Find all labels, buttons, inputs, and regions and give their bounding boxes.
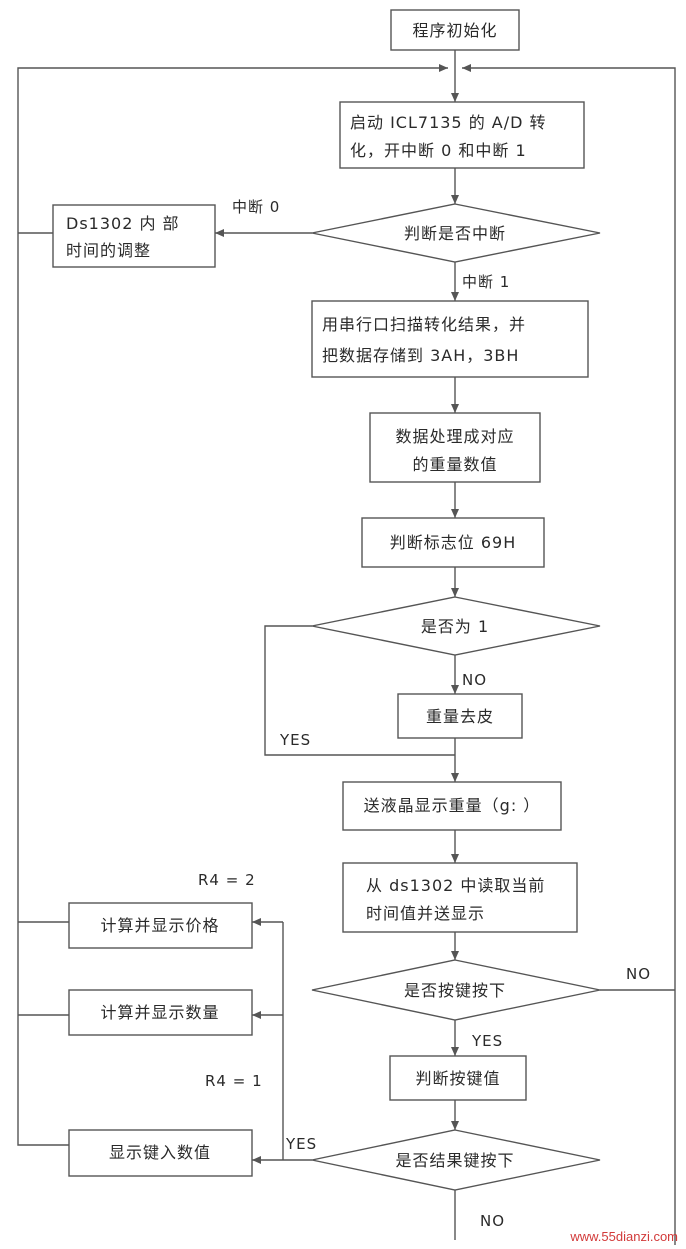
decision-is-one: 是否为 1 <box>311 596 601 656</box>
decision-key-pressed: 是否按键按下 <box>311 959 601 1021</box>
label-int1: 中断 1 <box>462 273 510 291</box>
node-send-lcd: 送液晶显示重量（g: ） <box>342 781 562 831</box>
node-scan: 用串行口扫描转化结果，并 把数据存储到 3AH，3BH <box>311 300 589 378</box>
node-process-line1: 数据处理成对应 <box>395 427 514 446</box>
connectors <box>17 50 676 1245</box>
label-no-3: NO <box>480 1212 505 1230</box>
node-ds1302-adjust: Ds1302 内 部 时间的调整 <box>52 204 216 268</box>
node-show-input-label: 显示键入数值 <box>109 1143 211 1162</box>
label-no-1: NO <box>462 671 487 689</box>
node-tare: 重量去皮 <box>397 693 523 739</box>
node-ds1302-adjust-line2: 时间的调整 <box>66 241 151 260</box>
node-start-ad-line1: 启动 ICL7135 的 A/D 转 <box>350 113 547 132</box>
node-ds1302-adjust-line1: Ds1302 内 部 <box>66 214 180 233</box>
label-no-2: NO <box>626 965 651 983</box>
decision-is-one-label: 是否为 1 <box>421 617 489 636</box>
decision-result-key: 是否结果键按下 <box>311 1129 601 1191</box>
node-init: 程序初始化 <box>390 9 520 51</box>
decision-key-pressed-label: 是否按键按下 <box>404 981 506 1000</box>
edge-labels: 中断 0 中断 1 NO YES NO YES YES NO R4 = 2 R4… <box>198 198 651 1230</box>
node-show-input: 显示键入数值 <box>68 1129 253 1177</box>
node-scan-line2: 把数据存储到 3AH，3BH <box>322 346 519 365</box>
node-judge-flag-label: 判断标志位 69H <box>390 533 516 552</box>
node-start-ad: 启动 ICL7135 的 A/D 转 化，开中断 0 和中断 1 <box>339 101 585 169</box>
node-send-lcd-label: 送液晶显示重量（g: ） <box>364 796 541 815</box>
node-start-ad-line2: 化，开中断 0 和中断 1 <box>350 141 527 160</box>
node-calc-price-label: 计算并显示价格 <box>100 916 219 935</box>
node-calc-qty-label: 计算并显示数量 <box>100 1003 219 1022</box>
node-scan-line1: 用串行口扫描转化结果，并 <box>322 315 526 334</box>
label-int0: 中断 0 <box>232 198 280 216</box>
node-judge-key: 判断按键值 <box>389 1055 527 1101</box>
node-calc-qty: 计算并显示数量 <box>68 989 253 1036</box>
node-tare-label: 重量去皮 <box>426 707 494 726</box>
decision-result-key-label: 是否结果键按下 <box>395 1151 514 1170</box>
node-read-time: 从 ds1302 中读取当前 时间值并送显示 <box>342 862 578 933</box>
label-yes-1: YES <box>279 731 311 749</box>
decision-judge-interrupt: 判断是否中断 <box>311 203 601 263</box>
label-r4-1: R4 = 1 <box>205 1072 263 1090</box>
node-calc-price: 计算并显示价格 <box>68 902 253 949</box>
label-r4-2: R4 = 2 <box>198 871 256 889</box>
node-judge-flag: 判断标志位 69H <box>361 517 545 568</box>
node-init-label: 程序初始化 <box>412 21 497 40</box>
node-process: 数据处理成对应 的重量数值 <box>369 412 541 483</box>
node-process-line2: 的重量数值 <box>412 455 497 474</box>
node-read-time-line1: 从 ds1302 中读取当前 <box>366 876 545 895</box>
decision-judge-interrupt-label: 判断是否中断 <box>404 224 506 243</box>
node-judge-key-label: 判断按键值 <box>415 1069 500 1088</box>
label-yes-3: YES <box>285 1135 317 1153</box>
watermark: www.55dianzi.com <box>569 1229 678 1244</box>
label-yes-2: YES <box>471 1032 503 1050</box>
node-read-time-line2: 时间值并送显示 <box>366 904 485 923</box>
